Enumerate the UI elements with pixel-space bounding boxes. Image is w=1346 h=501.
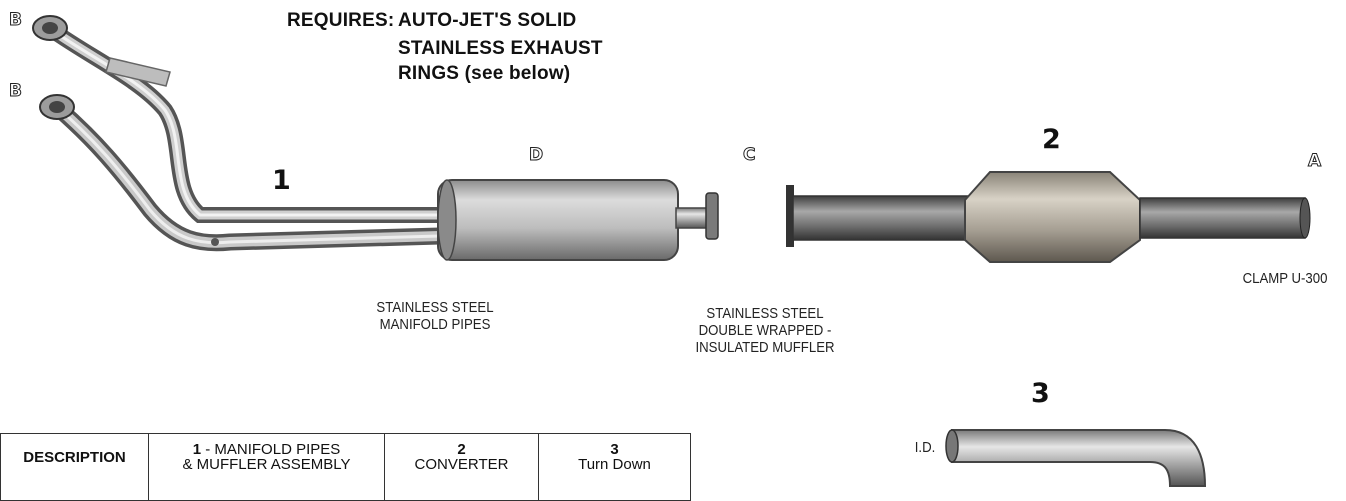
table-col1-number: 1 [192,441,202,458]
requires-label: REQUIRES: [287,10,395,31]
table-col3-label: Turn Down [578,456,651,473]
letter-a: A [1307,151,1322,172]
letter-b-bottom: B [9,81,23,102]
part-number-3: 3 [1031,378,1050,409]
requires-line-2: STAINLESS EXHAUST [398,38,603,59]
flange-top [32,15,68,41]
caption-manifold: STAINLESS STEEL MANIFOLD PIPES [356,299,514,333]
catalytic-converter [786,171,1311,263]
part-number-1: 1 [272,165,291,196]
letter-c: C [742,145,756,166]
table-col1-line2: & MUFFLER ASSEMBLY [182,456,351,473]
description-table: DESCRIPTION 1 - MANIFOLD PIPES & MUFFLER… [0,433,691,501]
table-col2-label: CONVERTER [414,456,509,473]
table-row: DESCRIPTION 1 - MANIFOLD PIPES & MUFFLER… [0,433,691,501]
caption-muffler-line-3: INSULATED MUFFLER [695,339,835,356]
caption-manifold-line-2: MANIFOLD PIPES [379,316,491,333]
flange-bottom [39,94,75,120]
turn-down-tip [945,429,1207,487]
requires-line-3: RINGS (see below) [398,63,571,84]
table-col3-number: 3 [610,441,619,458]
part-number-2: 2 [1042,124,1061,155]
caption-id-label: I.D. [914,439,936,456]
table-cell-manifold-assembly: 1 - MANIFOLD PIPES & MUFFLER ASSEMBLY [148,433,385,501]
caption-manifold-line-1: STAINLESS STEEL [376,299,494,316]
requires-line-1: AUTO-JET'S SOLID [398,10,577,31]
letter-d: D [528,145,544,166]
caption-muffler-line-1: STAINLESS STEEL [706,305,824,322]
table-cell-turn-down: 3 Turn Down [538,433,691,501]
table-header-description: DESCRIPTION [0,433,149,501]
manifold-pipes [32,15,449,252]
caption-muffler-line-2: DOUBLE WRAPPED - [698,322,832,339]
muffler [437,179,719,261]
table-cell-converter: 2 CONVERTER [384,433,539,501]
caption-clamp: CLAMP U-300 [1242,270,1328,287]
letter-b-top: B [9,10,23,31]
table-col2-number: 2 [457,441,466,458]
table-col1-line1: - MANIFOLD PIPES [201,441,341,458]
caption-muffler: STAINLESS STEEL DOUBLE WRAPPED - INSULAT… [681,305,848,356]
